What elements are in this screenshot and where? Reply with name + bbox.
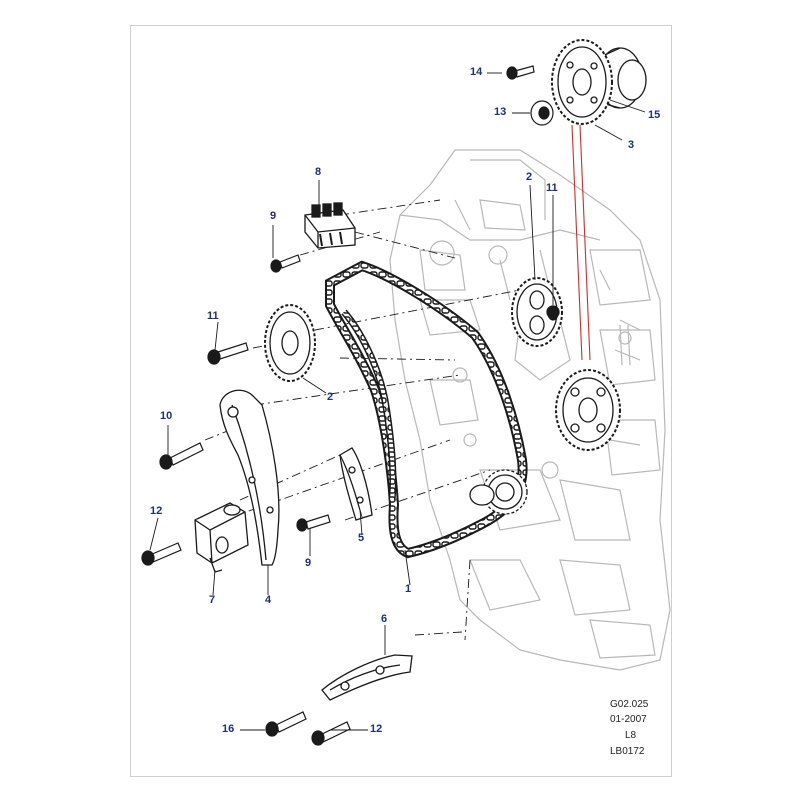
callout-9-lower: 9 [305, 557, 312, 569]
callout-12-left: 12 [150, 505, 163, 517]
bolt-11-right [547, 305, 559, 321]
chain-guide-6 [321, 654, 413, 701]
bolt-11-left [207, 342, 249, 365]
callout-11-left: 11 [207, 310, 219, 322]
figure-date: 01-2007 [610, 714, 647, 725]
callout-3: 3 [628, 139, 635, 151]
bolt-16 [265, 711, 307, 737]
bolt-9-upper [270, 254, 301, 273]
engine-block [389, 149, 671, 671]
callout-14: 14 [470, 66, 483, 78]
callout-2-left: 2 [327, 391, 334, 403]
bolt-12-left [141, 542, 182, 566]
callout-10: 10 [160, 410, 173, 422]
callout-leaders [149, 72, 646, 731]
camshaft-sprocket-3 [551, 39, 647, 125]
bearing-cap-8 [304, 202, 356, 249]
callout-15: 15 [648, 109, 661, 121]
callout-4: 4 [265, 594, 272, 606]
hydraulic-tensioner-7 [194, 502, 249, 573]
callout-16: 16 [222, 723, 235, 735]
chain-guide-5 [339, 447, 373, 521]
callout-7: 7 [209, 594, 216, 606]
nut-13 [530, 100, 554, 126]
tensioner-guide-4 [219, 389, 280, 566]
camshaft-sprocket-lower-right [555, 369, 621, 451]
figure-reference: G02.025 [610, 699, 649, 710]
bolt-10 [159, 442, 204, 470]
callout-2-right: 2 [526, 171, 533, 183]
crankshaft-sprocket [469, 469, 528, 515]
callout-13: 13 [494, 106, 507, 118]
bolt-12-bottom [311, 721, 351, 746]
camshaft-sprocket-2-left [264, 304, 316, 382]
vehicle-model: L8 [625, 730, 637, 741]
timing-chain [325, 260, 528, 559]
illustration-code: LB0172 [610, 746, 645, 757]
bolt-9-lower [296, 514, 331, 532]
callout-5: 5 [358, 532, 365, 544]
callout-11-right: 11 [546, 182, 558, 194]
callout-12-bottom: 12 [370, 723, 383, 735]
highlight-lines [571, 124, 591, 361]
callout-1: 1 [405, 583, 412, 595]
callout-6: 6 [381, 613, 388, 625]
bolt-14 [506, 65, 535, 80]
callout-9-upper: 9 [270, 210, 277, 222]
callout-8: 8 [315, 166, 322, 178]
